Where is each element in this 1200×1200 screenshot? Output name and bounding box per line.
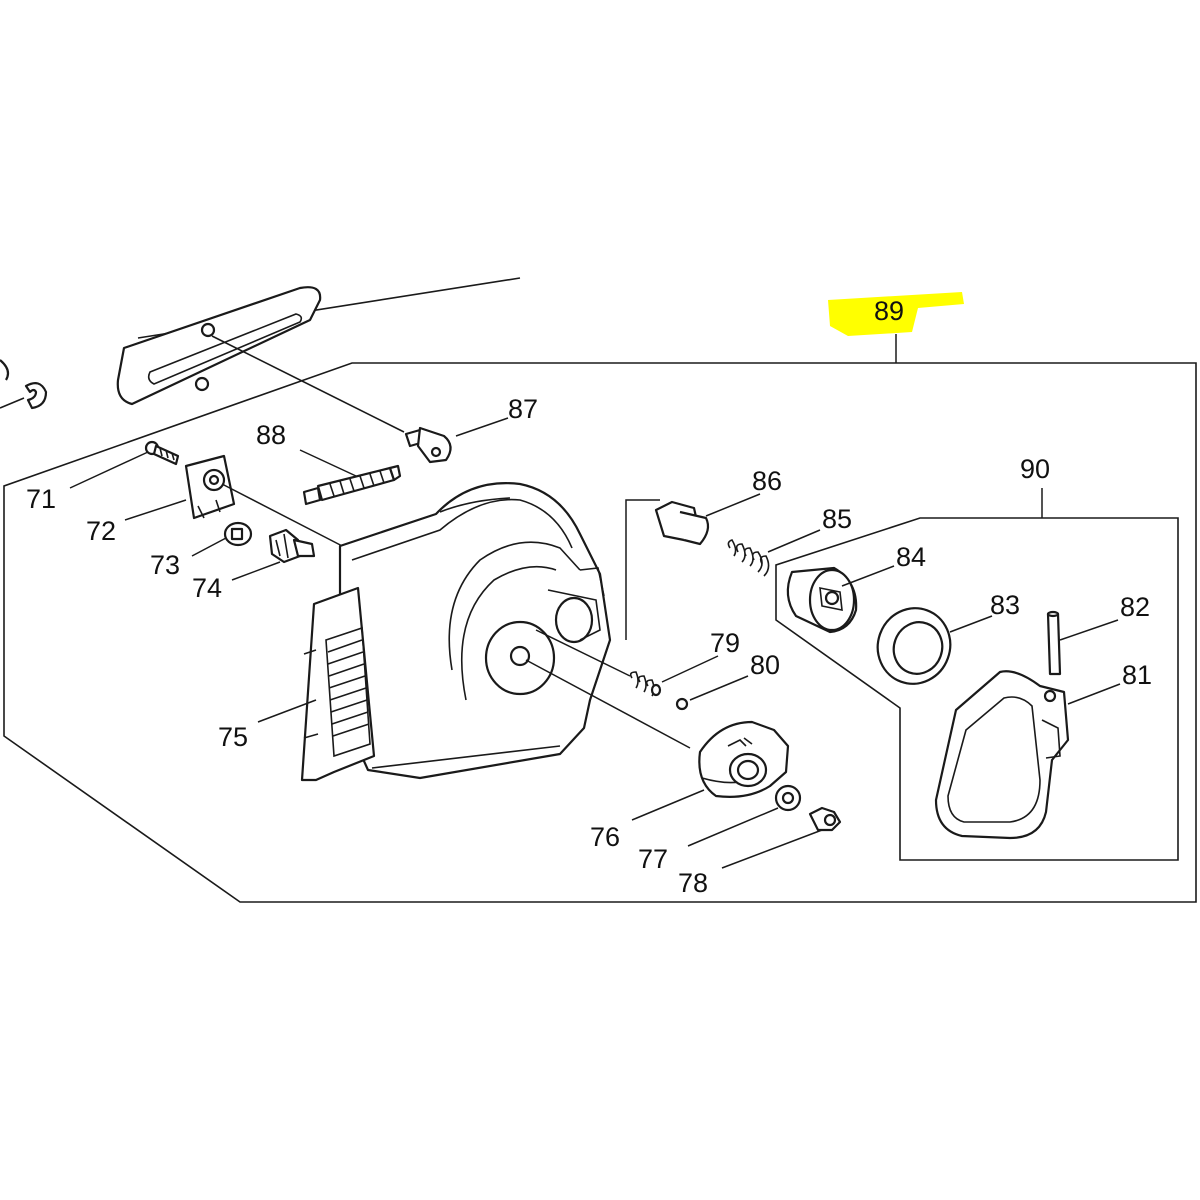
leader-73 — [191, 537, 227, 557]
leader-78 — [721, 829, 823, 869]
callout-74: 74 — [192, 573, 222, 603]
leader-72-axis — [221, 483, 351, 551]
vent-grille-75 — [300, 586, 376, 782]
callout-86: 86 — [752, 466, 782, 496]
leader-81 — [1067, 683, 1121, 705]
pin-87 — [404, 426, 452, 464]
gear-74 — [268, 528, 316, 564]
leader-86 — [705, 493, 761, 517]
leader-77 — [687, 807, 779, 847]
guide-bar — [116, 277, 521, 433]
leader-71 — [69, 451, 149, 489]
callout-85: 85 — [822, 504, 852, 534]
callout-78: 78 — [678, 868, 708, 898]
leader-80 — [689, 675, 749, 701]
callout-80: 80 — [750, 650, 780, 680]
pin-82 — [1046, 610, 1062, 676]
spring-79 — [629, 671, 662, 697]
tension-plate-72 — [184, 454, 236, 520]
nut-73 — [223, 521, 253, 547]
frame-90 — [775, 517, 1179, 861]
leader-76-axis — [525, 659, 691, 749]
callout-73: 73 — [150, 550, 180, 580]
callout-77: 77 — [638, 844, 668, 874]
spring-85 — [727, 539, 770, 577]
bolt-78 — [808, 806, 842, 832]
callout-90: 90 — [1020, 454, 1050, 484]
leader-72 — [124, 499, 187, 521]
callout-79: 79 — [710, 628, 740, 658]
callout-89: 89 — [874, 296, 904, 326]
callout-76: 76 — [590, 822, 620, 852]
callout-72: 72 — [86, 516, 116, 546]
callout-82: 82 — [1120, 592, 1150, 622]
leader-85 — [767, 529, 821, 553]
callout-75: 75 — [218, 722, 248, 752]
callout-71: 71 — [26, 484, 56, 514]
washer-77 — [774, 784, 802, 812]
callout-81: 81 — [1122, 660, 1152, 690]
ball-80 — [675, 697, 689, 711]
frame-89 — [3, 362, 1197, 903]
e-ring-left — [0, 359, 48, 410]
leader-76 — [631, 789, 705, 821]
leader-82 — [1059, 619, 1119, 641]
leader-83 — [949, 615, 993, 633]
leader-84 — [841, 565, 895, 587]
cover-81 — [934, 670, 1070, 840]
ring-83 — [876, 607, 952, 685]
leader-79 — [661, 655, 719, 683]
leader-86-bracket — [625, 499, 660, 640]
callout-84: 84 — [896, 542, 926, 572]
screw-71 — [144, 440, 180, 466]
leader-88 — [299, 449, 357, 477]
nut-86 — [654, 500, 710, 546]
leader-79-axis — [535, 629, 631, 677]
leader-87 — [455, 417, 509, 437]
knob-76 — [698, 720, 790, 798]
highlight-89 — [828, 292, 964, 336]
adjusting-screw-88 — [302, 464, 402, 506]
callout-87: 87 — [508, 394, 538, 424]
leader-74 — [231, 561, 281, 581]
callout-88: 88 — [256, 420, 286, 450]
cap-84 — [786, 566, 858, 634]
leader-75 — [257, 699, 317, 723]
callout-83: 83 — [990, 590, 1020, 620]
sprocket-cover-75 — [338, 482, 612, 780]
